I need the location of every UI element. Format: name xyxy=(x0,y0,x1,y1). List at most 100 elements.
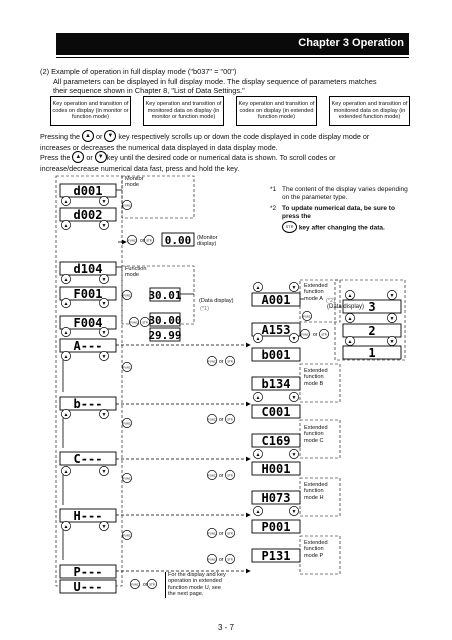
section-line-1: (2) Example of operation in full display… xyxy=(40,67,237,76)
down-glyph: ▼ xyxy=(292,336,297,342)
code-display-d002: d002 xyxy=(74,208,103,222)
func-key-icon xyxy=(122,418,132,428)
ext-mode-frame xyxy=(299,419,341,459)
down-key-icon xyxy=(99,298,109,308)
func-key-icon xyxy=(127,235,137,245)
legend-box-1: Key operation and transition of codes on… xyxy=(50,96,131,126)
data-value-2999: 29.99 xyxy=(148,329,181,342)
down-key-icon xyxy=(99,409,109,419)
up-key-icon xyxy=(61,220,71,230)
code-display-Axxx-frame xyxy=(59,338,117,353)
func-key-icon-label: FUNC xyxy=(208,417,216,421)
down-key-icon xyxy=(99,327,109,337)
up-glyph: ▲ xyxy=(348,316,353,322)
up-glyph: ▲ xyxy=(256,509,261,515)
func-key-icon xyxy=(122,473,132,483)
func-key-icon-label: FUNC xyxy=(208,531,216,535)
up-glyph: ▲ xyxy=(64,354,69,360)
legend-box-2: Key operation and transition of monitore… xyxy=(143,96,224,126)
ext-code-P001-frame xyxy=(251,519,301,534)
para-text: increases or decreases the numerical dat… xyxy=(40,143,278,152)
or-text: or xyxy=(219,473,224,479)
down-key-icon xyxy=(99,351,109,361)
ext-mode-c-label: Extended function mode C xyxy=(304,425,328,444)
ext-code-A153: A153 xyxy=(262,323,291,337)
func-key-icon xyxy=(207,414,217,424)
chapter-header-bar: Chapter 3 Operation xyxy=(56,33,409,55)
func-key-icon-label: FUNC xyxy=(208,473,216,477)
down-glyph: ▼ xyxy=(102,330,107,336)
right-value-3-frame xyxy=(342,299,402,314)
ext-mode-frame xyxy=(299,535,341,575)
code-display-d001-frame xyxy=(59,183,117,198)
code-display-bxxx-frame xyxy=(59,396,117,411)
code-display-Axxx: A--- xyxy=(74,339,103,353)
ext-mode-b-label: Extended function mode B xyxy=(304,368,328,387)
up-glyph: ▲ xyxy=(256,395,261,401)
extended-u-note: For the display and key operation in ext… xyxy=(165,572,230,598)
code-display-Hxxx: H--- xyxy=(74,509,103,523)
up-glyph: ▲ xyxy=(64,330,69,336)
str-key-icon-label: STR xyxy=(227,359,233,363)
ext-code-b001-frame xyxy=(251,347,301,362)
str-key-icon-label: STR xyxy=(149,582,155,586)
str-key-icon xyxy=(225,356,235,366)
down-glyph: ▼ xyxy=(102,469,107,475)
or-text: or xyxy=(219,417,224,423)
footnote-text: To update numerical data, be sure to pre… xyxy=(282,204,395,221)
data-value-3000: 30.00 xyxy=(148,314,181,327)
para-text: key until the desired code or numerical … xyxy=(106,153,336,163)
up-key-icon xyxy=(345,290,355,300)
para-text: or xyxy=(86,153,93,163)
func-key-icon-label: FUNC xyxy=(208,557,216,561)
str-key-icon xyxy=(225,414,235,424)
footnote-text: key after changing the data. xyxy=(298,224,385,232)
down-key-icon: ▼ xyxy=(94,151,107,164)
func-key-icon xyxy=(130,579,140,589)
monitor-display-label: (Monitor display) xyxy=(197,235,218,248)
func-key-icon-label: FUNC xyxy=(208,359,216,363)
up-glyph: ▲ xyxy=(64,223,69,229)
data-value-3000-frame xyxy=(149,312,181,327)
up-glyph: ▲ xyxy=(256,285,261,291)
monitor-value-display: 0.00 xyxy=(165,234,192,247)
down-glyph: ▼ xyxy=(102,412,107,418)
func-key-icon xyxy=(207,528,217,538)
up-key-icon: ▲ xyxy=(81,130,94,142)
ext-code-C001-frame xyxy=(251,404,301,419)
legend-box-4: Key operation and transition of monitore… xyxy=(329,96,410,126)
right-value-1-frame xyxy=(342,345,402,360)
ext-code-A001: A001 xyxy=(262,293,291,307)
func-key-icon-label: FUNC xyxy=(131,582,139,586)
ext-mode-frame xyxy=(299,279,341,323)
up-glyph: ▲ xyxy=(348,293,353,299)
str-key-icon xyxy=(140,317,150,327)
down-key-icon xyxy=(387,336,397,346)
right-value-1: 1 xyxy=(368,346,375,360)
footnote-marker: *2 xyxy=(270,204,277,212)
func-key-icon xyxy=(302,311,312,321)
func-key-icon xyxy=(122,290,132,300)
ext-code-A153-frame xyxy=(251,322,301,337)
up-key-icon xyxy=(61,274,71,284)
down-glyph: ▼ xyxy=(292,452,297,458)
func-key-icon xyxy=(122,530,132,540)
function-mode-label: Function mode xyxy=(125,266,147,279)
down-glyph: ▼ xyxy=(102,223,107,229)
up-glyph: ▲ xyxy=(348,339,353,345)
down-glyph: ▼ xyxy=(102,301,107,307)
str-key-icon-label: STR xyxy=(227,417,233,421)
left-column-frame xyxy=(55,175,123,587)
or-text: or xyxy=(219,359,224,365)
up-key-icon: ▲ xyxy=(72,151,85,164)
func-key-icon xyxy=(300,329,310,339)
down-key-icon: ▼ xyxy=(104,130,117,142)
up-glyph: ▲ xyxy=(64,277,69,283)
down-key-icon xyxy=(289,333,299,343)
str-key-icon xyxy=(319,329,329,339)
str-key-icon xyxy=(225,528,235,538)
section-heading: (2) Example of operation in full display… xyxy=(40,67,410,96)
up-key-icon xyxy=(61,466,71,476)
down-key-icon xyxy=(289,449,299,459)
